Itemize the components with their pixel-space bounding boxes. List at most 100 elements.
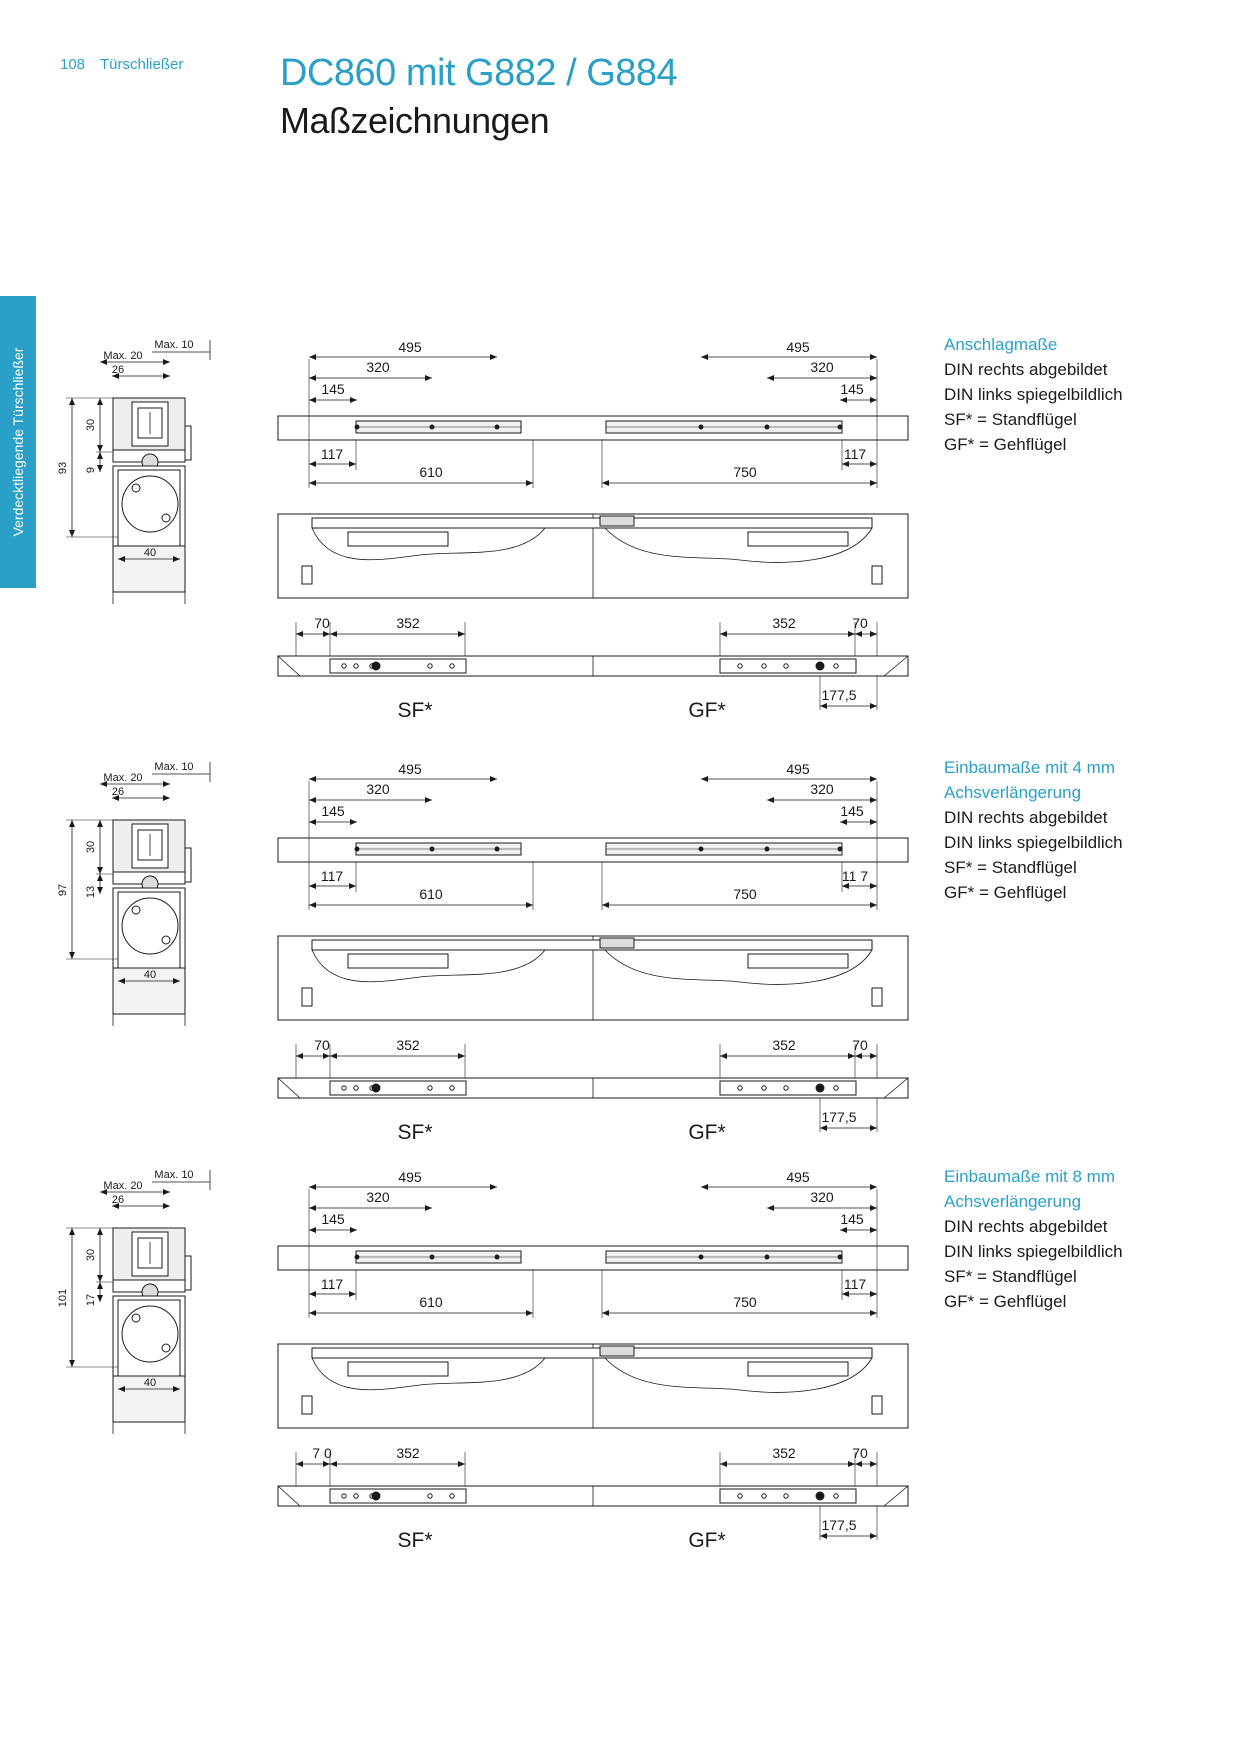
arrow-head: [526, 1310, 533, 1316]
arrow-head: [118, 556, 125, 562]
arrow-head: [309, 1184, 316, 1190]
arrow-head: [870, 797, 877, 803]
dimension-label: 30: [85, 841, 97, 853]
dimension-label: SF*: [397, 1529, 432, 1552]
dimension-label: 177,5: [821, 687, 856, 703]
arrow-head: [820, 1533, 827, 1539]
arrow-head: [100, 781, 107, 787]
arrow-head: [112, 373, 119, 379]
caption-heading: Einbaumaße mit 8 mm: [944, 1167, 1115, 1186]
arrow-head: [820, 1125, 827, 1131]
arrow-head: [97, 1275, 103, 1282]
dimension-label: 495: [398, 339, 422, 355]
arrow-head: [767, 1205, 774, 1211]
arrow-head: [425, 797, 432, 803]
dimension-label: 145: [840, 803, 864, 819]
arrow-head: [840, 397, 847, 403]
arrow-head: [323, 1461, 330, 1467]
arrow-head: [309, 776, 316, 782]
arrow-head: [848, 1461, 855, 1467]
door-front-view: [277, 935, 909, 1021]
door-front-view: [277, 513, 909, 599]
arrow-head: [309, 1205, 316, 1211]
drawing-circle: [353, 663, 359, 669]
arrow-head: [309, 902, 316, 908]
dimension-label: GF*: [688, 1529, 725, 1552]
arrow-head: [309, 819, 316, 825]
dimension-label: 352: [772, 1445, 796, 1461]
drawing-circle: [427, 1085, 433, 1091]
drawing-rect: [329, 658, 467, 674]
drawing-line: [277, 1077, 301, 1099]
arrow-head: [163, 1203, 170, 1209]
drawing-circle: [761, 663, 767, 669]
arrow-head: [97, 398, 103, 405]
drawing-circle: [161, 513, 171, 523]
caption-line: DIN rechts abgebildet: [944, 1217, 1108, 1236]
arrow-head: [870, 1184, 877, 1190]
drawing-circle: [761, 1085, 767, 1091]
caption-line: SF* = Standflügel: [944, 410, 1077, 429]
arrow-head: [97, 874, 103, 881]
arrow-head: [870, 1125, 877, 1131]
dimension-label: 495: [398, 761, 422, 777]
arrow-head: [100, 359, 107, 365]
drawing-circle: [449, 1493, 455, 1499]
drawing-rect: [311, 939, 873, 951]
drawing-circle: [121, 897, 179, 955]
arrow-head: [602, 902, 609, 908]
dimension-label: 11 7: [842, 868, 868, 884]
dimension-label: 145: [321, 1211, 345, 1227]
dimension-label: 750: [733, 464, 757, 480]
drawing-line: [277, 655, 301, 677]
dimension-label: 352: [396, 1445, 420, 1461]
drawing-circle: [737, 663, 743, 669]
dimension-label: 145: [840, 381, 864, 397]
arrow-head: [69, 1228, 75, 1235]
dimension-label: 610: [419, 1294, 443, 1310]
dimension-label: 13: [85, 886, 97, 898]
caption-heading: Einbaumaße mit 4 mm: [944, 758, 1115, 777]
arrow-head: [118, 978, 125, 984]
arrow-head: [323, 1053, 330, 1059]
arrow-head: [309, 397, 316, 403]
dimension-label: Max. 10: [154, 761, 193, 773]
arrow-head: [840, 1227, 847, 1233]
dimension-label: 40: [144, 547, 156, 559]
arrow-head: [309, 797, 316, 803]
arrow-head: [848, 631, 855, 637]
arrow-head: [350, 819, 357, 825]
arrow-head: [173, 1386, 180, 1392]
page-number: 108: [60, 56, 86, 73]
arrow-head: [870, 902, 877, 908]
drawing-rect: [301, 1395, 313, 1415]
drawing-rect: [184, 847, 192, 883]
arrow-head: [323, 631, 330, 637]
arrow-head: [349, 1291, 356, 1297]
drawing-rect: [184, 425, 192, 461]
arrow-head: [97, 1295, 103, 1302]
dimension-label: 26: [112, 364, 124, 376]
arrow-head: [840, 819, 847, 825]
dimension-label: 495: [398, 1169, 422, 1185]
arrow-head: [330, 1053, 337, 1059]
drawing-rect: [112, 1375, 186, 1423]
caption-heading: Achsverlängerung: [944, 783, 1082, 802]
arrow-head: [330, 631, 337, 637]
drawing-rect: [871, 1395, 883, 1415]
dimension-label: 40: [144, 969, 156, 981]
arrow-head: [309, 1291, 316, 1297]
arrow-head: [69, 952, 75, 959]
arrow-head: [69, 820, 75, 827]
drawing-circle: [783, 663, 789, 669]
arrow-head: [767, 375, 774, 381]
arrow-head: [118, 1386, 125, 1392]
arrow-head: [97, 867, 103, 874]
